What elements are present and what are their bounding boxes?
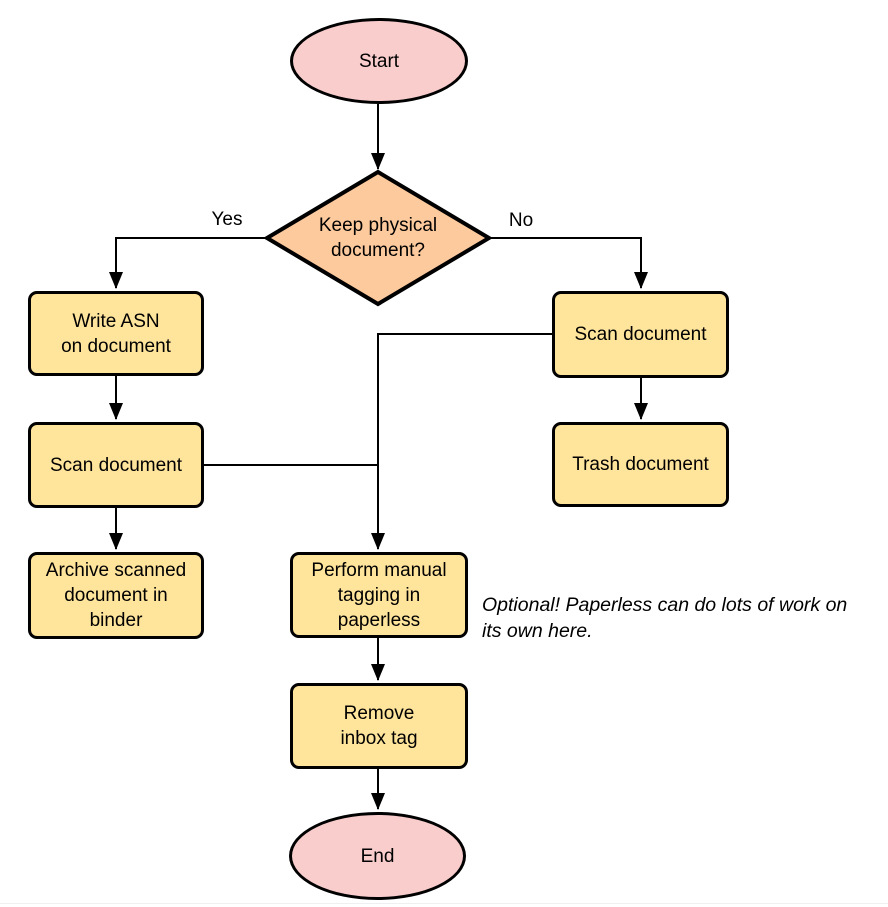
page-bottom-divider: [0, 903, 888, 904]
scan-document-right-node: Scan document: [552, 291, 729, 378]
no-branch-label: No: [508, 210, 534, 231]
yes-branch-label: Yes: [211, 209, 243, 230]
end-node: End: [289, 812, 466, 900]
edge-scanright-to-tagging: [371, 333, 552, 550]
decision-diamond-shape: [263, 169, 493, 307]
decision-node-label: Keep physical document?: [318, 215, 438, 261]
start-node: Start: [290, 18, 468, 104]
edge-decision-yes: [109, 237, 266, 289]
write-asn-node: Write ASN on document: [28, 291, 204, 376]
edge-decision-no: [490, 237, 648, 289]
trash-document-node: Trash document: [552, 422, 729, 507]
scan-document-left-node: Scan document: [28, 422, 204, 508]
manual-tagging-node: Perform manual tagging in paperless: [290, 552, 468, 638]
remove-inbox-tag-node: Remove inbox tag: [290, 683, 468, 769]
optional-note: Optional! Paperless can do lots of work …: [482, 594, 848, 642]
archive-document-node: Archive scanned document in binder: [28, 552, 204, 639]
